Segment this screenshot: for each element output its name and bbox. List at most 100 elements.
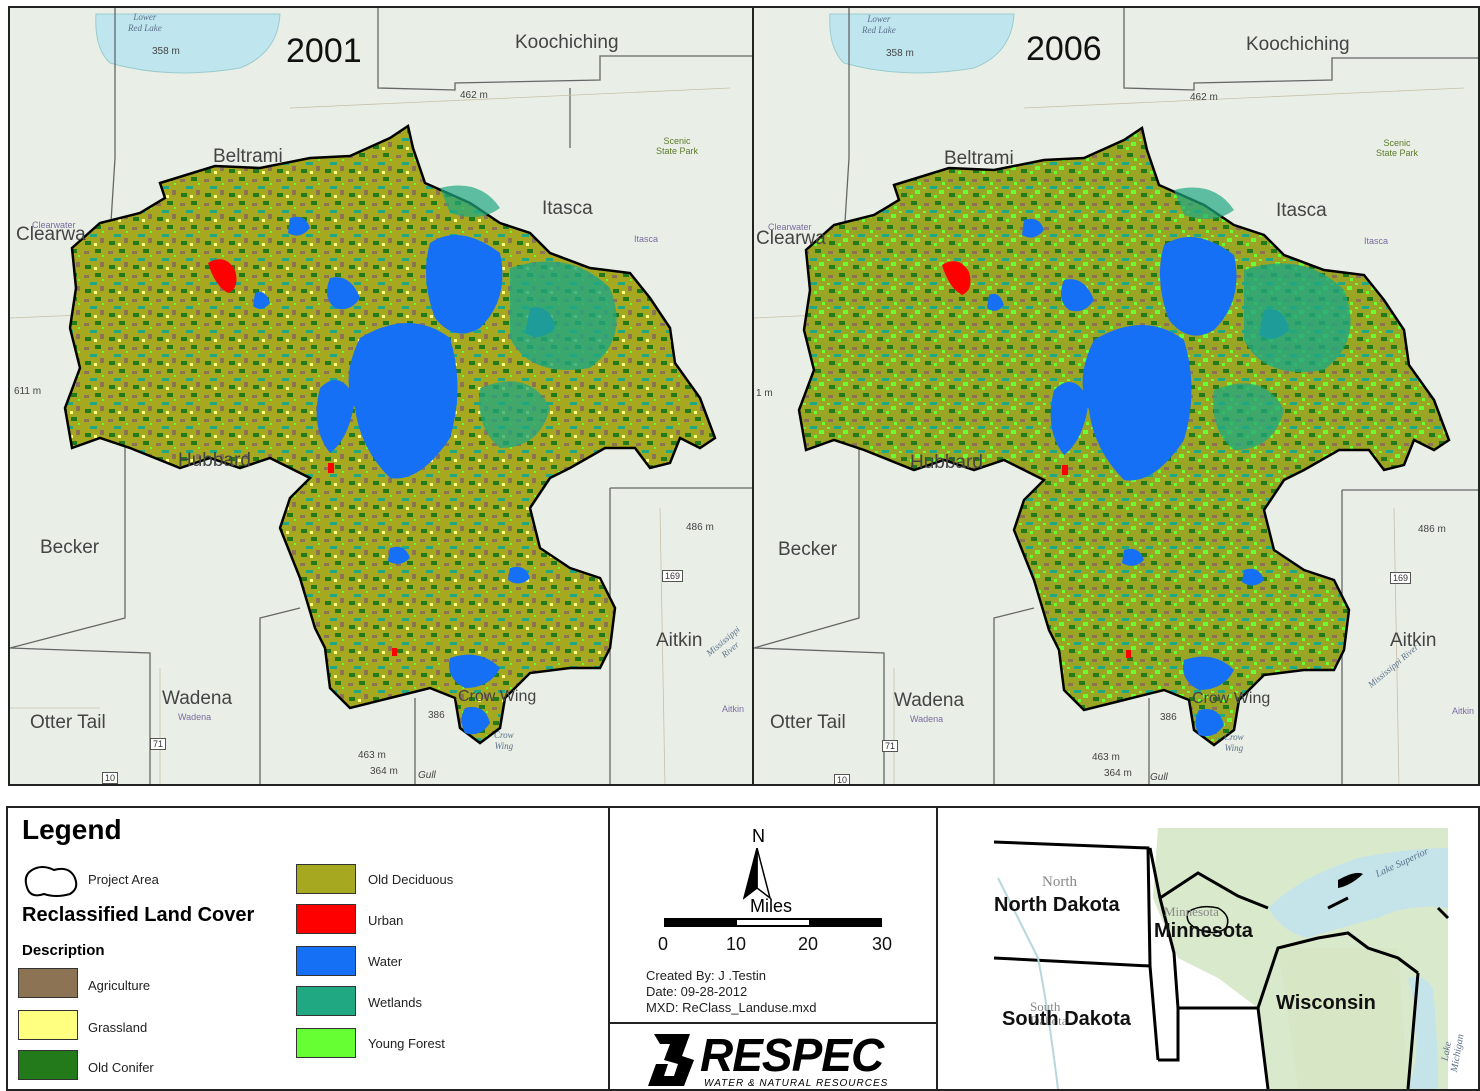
county-hubbard: Hubbard bbox=[910, 452, 983, 473]
county-hubbard: Hubbard bbox=[178, 450, 251, 471]
locator-label-north-dakota: North Dakota bbox=[994, 894, 1120, 916]
legend-label-urban: Urban bbox=[368, 913, 404, 928]
elevation-label: 462 m bbox=[460, 90, 488, 101]
place-label-crow-wing-small: Crow Wing bbox=[494, 730, 514, 751]
place-label-clearwater-small: Clearwater bbox=[32, 220, 76, 230]
county-aitkin: Aitkin bbox=[1390, 630, 1437, 651]
elevation-label: 463 m bbox=[358, 750, 386, 761]
scale-units-label: Miles bbox=[750, 896, 793, 916]
place-label-aitkin-small: Aitkin bbox=[722, 704, 745, 714]
legend-swatch-old-conifer bbox=[18, 1050, 78, 1080]
elevation-label: 364 m bbox=[370, 766, 398, 777]
county-otter-tail: Otter Tail bbox=[30, 712, 106, 733]
county-itasca: Itasca bbox=[542, 198, 593, 219]
highway-shield: 71 bbox=[882, 740, 899, 752]
place-label-aitkin-small: Aitkin bbox=[1452, 706, 1475, 716]
county-beltrami: Beltrami bbox=[944, 148, 1014, 169]
legend-swatch-young-forest bbox=[296, 1028, 356, 1058]
scale-credits-box: N Miles 0 10 20 30 Created By: J .Testin… bbox=[608, 806, 938, 1091]
highway-shield: 10 bbox=[834, 774, 851, 784]
elevation-label: 486 m bbox=[1418, 524, 1446, 535]
north-label: N bbox=[752, 826, 765, 846]
credits-mxd: MXD: ReClass_Landuse.mxd bbox=[646, 1000, 817, 1015]
legend-subtitle: Reclassified Land Cover bbox=[22, 904, 255, 926]
place-label-clearwater-small: Clearwater bbox=[768, 222, 812, 232]
logo-divider bbox=[610, 1022, 936, 1024]
locator-map bbox=[938, 808, 1478, 1089]
locator-label-minnesota-faint: Minnesota bbox=[1164, 904, 1219, 919]
county-clearwater: Clearwa bbox=[16, 224, 86, 245]
legend-swatch-wetlands bbox=[296, 986, 356, 1016]
place-label-itasca-small: Itasca bbox=[1364, 236, 1389, 246]
legend-swatch-agriculture bbox=[18, 968, 78, 998]
project-area-icon bbox=[24, 866, 78, 897]
elevation-label: 611 m bbox=[14, 386, 42, 397]
highway-shield: 169 bbox=[1390, 572, 1412, 584]
elevation-label: 463 m bbox=[1092, 752, 1120, 763]
legend-box: Legend Project Area Reclassified Land Co… bbox=[6, 806, 610, 1091]
locator-label-north-faint: North bbox=[1042, 874, 1077, 890]
legend-description: Description bbox=[22, 942, 105, 959]
place-label-wadena-small: Wadena bbox=[910, 714, 944, 724]
place-label-wadena-small: Wadena bbox=[178, 712, 212, 722]
county-becker: Becker bbox=[778, 539, 838, 560]
county-otter-tail: Otter Tail bbox=[770, 712, 846, 733]
elevation-label: 364 m bbox=[1104, 768, 1132, 779]
park-label: Scenic State Park bbox=[1376, 138, 1419, 158]
north-arrow-icon bbox=[742, 848, 772, 900]
legend-swatch-urban bbox=[296, 904, 356, 934]
logo-tagline: WATER & NATURAL RESOURCES bbox=[704, 1078, 889, 1089]
locator-label-minnesota: Minnesota bbox=[1154, 920, 1253, 942]
legend-label-water: Water bbox=[368, 954, 403, 969]
elevation-label: 462 m bbox=[1190, 92, 1218, 103]
county-crow-wing: Crow Wing bbox=[458, 688, 537, 705]
project-area-label: Project Area bbox=[88, 872, 159, 887]
scale-tick: 10 bbox=[726, 934, 747, 954]
legend-label-young-forest: Young Forest bbox=[368, 1036, 445, 1051]
scale-bar bbox=[664, 918, 882, 927]
county-koochiching: Koochiching bbox=[1246, 34, 1350, 55]
legend-swatch-water bbox=[296, 946, 356, 976]
county-wadena: Wadena bbox=[894, 690, 965, 711]
highway-shield: 71 bbox=[150, 738, 167, 750]
locator-label-south-dakota: South Dakota bbox=[1002, 1008, 1131, 1030]
legend-label-grassland: Grassland bbox=[88, 1020, 148, 1035]
map-panel-2001[interactable]: 2001 Koochiching Beltrami Itasca Clearwa… bbox=[8, 6, 754, 786]
scale-tick: 30 bbox=[872, 934, 893, 954]
elevation-label: 386 bbox=[428, 710, 445, 721]
respec-logo-icon bbox=[648, 1034, 694, 1086]
locator-label-wisconsin: Wisconsin bbox=[1276, 992, 1376, 1014]
basemap-2006 bbox=[754, 8, 1478, 784]
legend-title: Legend bbox=[22, 814, 122, 845]
county-clearwater: Clearwa bbox=[756, 228, 826, 249]
place-label-itasca-small: Itasca bbox=[634, 234, 659, 244]
place-label-crow-wing-small: Crow Wing bbox=[1224, 732, 1244, 753]
map-panel-2006[interactable]: 2006 Koochiching Beltrami Itasca Clearwa… bbox=[752, 6, 1480, 786]
elevation-label: 358 m bbox=[886, 48, 914, 59]
county-wadena: Wadena bbox=[162, 688, 233, 709]
legend-swatch-old-deciduous bbox=[296, 864, 356, 894]
scale-tick: 20 bbox=[798, 934, 819, 954]
elevation-label: 358 m bbox=[152, 46, 180, 57]
legend-swatch-grassland bbox=[18, 1010, 78, 1040]
legend-label-wetlands: Wetlands bbox=[368, 995, 422, 1010]
county-itasca: Itasca bbox=[1276, 200, 1327, 221]
legend-label-old-deciduous: Old Deciduous bbox=[368, 872, 454, 887]
park-label: Scenic State Park bbox=[656, 136, 699, 156]
logo-name: RESPEC bbox=[700, 1029, 884, 1081]
county-koochiching: Koochiching bbox=[515, 32, 619, 53]
credits-date: Date: 09-28-2012 bbox=[646, 984, 748, 999]
legend-label-old-conifer: Old Conifer bbox=[88, 1060, 154, 1075]
elevation-label: 386 bbox=[1160, 712, 1177, 723]
credits-created-by: Created By: J .Testin bbox=[646, 968, 766, 983]
highway-shield: 10 bbox=[102, 772, 119, 784]
place-label-gull: Gull bbox=[418, 770, 436, 781]
legend-label-agriculture: Agriculture bbox=[88, 978, 151, 993]
county-becker: Becker bbox=[40, 537, 100, 558]
locator-map-box[interactable]: North North Dakota Minnesota Minnesota S… bbox=[936, 806, 1480, 1091]
basemap-2001 bbox=[10, 8, 752, 784]
county-beltrami: Beltrami bbox=[213, 146, 283, 167]
county-crow-wing: Crow Wing bbox=[1192, 690, 1271, 707]
county-aitkin: Aitkin bbox=[656, 630, 703, 651]
map-year-label: 2006 bbox=[1026, 30, 1102, 68]
